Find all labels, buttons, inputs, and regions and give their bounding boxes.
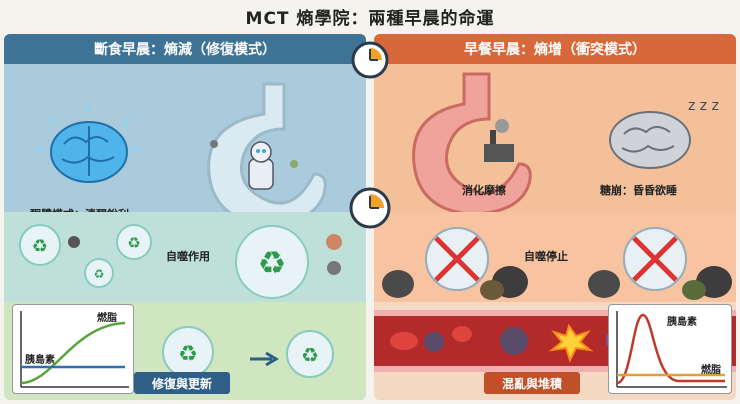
fasting-chart-svg xyxy=(20,311,129,388)
garbage-bags-icon xyxy=(382,266,528,300)
chaos-ribbon: 混亂與堆積 xyxy=(484,372,581,394)
blocked-lysosome-icon xyxy=(623,227,687,291)
fat-burn-chart-label: 燃脂 xyxy=(701,365,721,376)
digestion-friction-label: 消化摩擦 xyxy=(462,184,506,197)
glowing-brain-icon xyxy=(36,104,142,183)
svg-text:♻: ♻ xyxy=(127,234,140,252)
svg-text:♻: ♻ xyxy=(301,343,319,367)
breakfast-header: 早餐早晨：熵增（衝突模式） xyxy=(374,34,736,64)
lysosome-cell-icon: ♻ xyxy=(116,224,152,260)
lysosome-cell-icon: ♻ xyxy=(84,258,114,288)
fasting-panel: 斷食早晨：熵減（修復模式） 酮體模式：清醒銳利 ♻ ♻ ♻ 自噬作用 xyxy=(4,34,366,400)
inflamed-stomach-illustration xyxy=(412,72,532,216)
svg-text:♻: ♻ xyxy=(32,236,48,257)
clean-stomach-illustration xyxy=(207,82,327,226)
sleepy-brain-icon: z z z xyxy=(609,98,719,169)
virus-icon xyxy=(326,234,342,275)
clock-icon xyxy=(351,41,389,79)
svg-text:♻: ♻ xyxy=(94,267,105,281)
lysosome-cell-icon: ♻ xyxy=(286,330,334,378)
large-lysosome-icon: ♻ xyxy=(235,225,309,299)
clock-icon xyxy=(349,187,391,229)
svg-text:♻: ♻ xyxy=(258,244,287,282)
insulin-chart-label: 胰島素 xyxy=(25,355,55,366)
fat-burn-line xyxy=(20,321,126,385)
page-title: MCT 熵學院：兩種早晨的命運 xyxy=(245,8,495,29)
breakfast-chart-svg xyxy=(616,311,727,388)
autophagy-stopped-label: 自噬停止 xyxy=(524,250,568,263)
breakfast-chart: 胰島素 燃脂 xyxy=(608,304,732,394)
fat-burn-chart-label: 燃脂 xyxy=(97,313,117,324)
blocked-lysosome-icon xyxy=(425,227,489,291)
sugar-crash-label: 糖崩：昏昏欲睡 xyxy=(600,184,677,197)
breakfast-panel: 早餐早晨：熵增（衝突模式） 消化摩擦 z z z 糖崩：昏昏欲睡 自噬停止 xyxy=(374,34,736,400)
lysosome-cell-icon: ♻ xyxy=(19,224,61,266)
arrow-right-icon xyxy=(250,351,279,367)
svg-text:z z z: z z z xyxy=(688,98,719,114)
garbage-bags-icon xyxy=(588,266,732,300)
fasting-header: 斷食早晨：熵減（修復模式） xyxy=(4,34,366,64)
autophagy-label: 自噬作用 xyxy=(166,250,210,263)
insulin-chart-label: 胰島素 xyxy=(667,317,697,328)
fasting-chart: 燃脂 胰島素 xyxy=(12,304,134,394)
repair-ribbon: 修復與更新 xyxy=(134,372,231,394)
insulin-line xyxy=(616,313,725,385)
svg-text:♻: ♻ xyxy=(178,342,198,367)
virus-icon xyxy=(68,236,80,248)
